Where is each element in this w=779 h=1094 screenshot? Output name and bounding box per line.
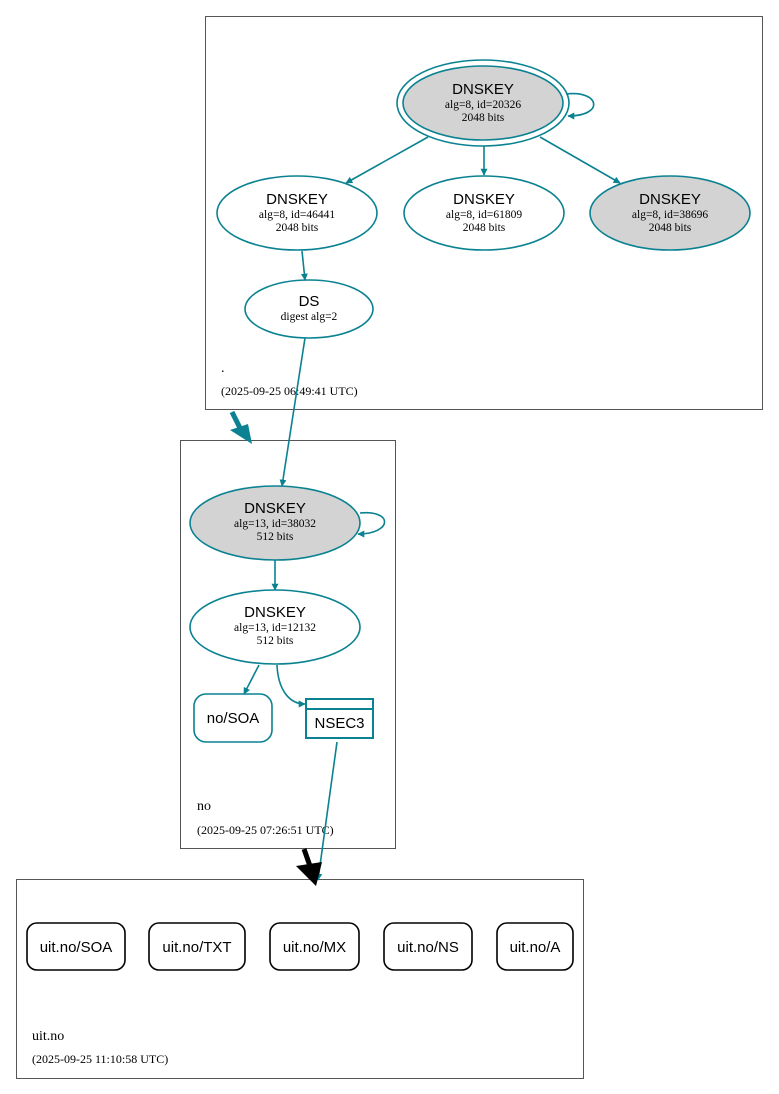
edge-root-ksk-zsk1	[345, 136, 429, 184]
node-root-zsk2-alg: alg=8, id=61809	[446, 209, 522, 221]
node-root-ksk[interactable]: DNSKEY alg=8, id=20326 2048 bits	[396, 59, 570, 147]
zone-uit-border	[16, 879, 584, 1079]
node-root-zsk2-type: DNSKEY	[453, 191, 515, 208]
edge-no-zsk-soa	[243, 664, 260, 695]
zone-no-name: no	[197, 799, 211, 814]
edge-no-zsk-nsec3	[276, 664, 306, 708]
node-no-soa[interactable]: no/SOA	[193, 693, 273, 743]
node-no-ksk-alg: alg=13, id=38032	[234, 518, 316, 530]
node-uit-ns-label: uit.no/NS	[397, 939, 459, 956]
zone-no: no (2025-09-25 07:26:51 UTC)	[180, 440, 396, 849]
node-no-ksk[interactable]: DNSKEY alg=13, id=38032 512 bits	[189, 485, 361, 561]
edge-zsk1-ds	[300, 250, 308, 281]
node-uit-mx[interactable]: uit.no/MX	[269, 922, 360, 971]
node-root-ksk-bits: 2048 bits	[462, 112, 505, 124]
edge-no-ksk-self	[357, 512, 386, 538]
node-root-zsk3-alg: alg=8, id=38696	[632, 209, 708, 221]
edge-ds-no-ksk	[279, 337, 306, 487]
node-root-zsk3-bits: 2048 bits	[649, 222, 692, 234]
node-no-ksk-bits: 512 bits	[257, 531, 294, 543]
node-root-zsk2-bits: 2048 bits	[463, 222, 506, 234]
node-no-zsk-bits: 512 bits	[257, 635, 294, 647]
edge-nsec3-uit	[315, 741, 338, 881]
zone-root-timestamp: (2025-09-25 06:49:41 UTC)	[221, 384, 358, 398]
node-no-zsk[interactable]: DNSKEY alg=13, id=12132 512 bits	[189, 589, 361, 665]
node-uit-a[interactable]: uit.no/A	[496, 922, 574, 971]
node-uit-txt-label: uit.no/TXT	[162, 939, 231, 956]
node-root-zsk1-type: DNSKEY	[266, 191, 328, 208]
node-no-soa-label: no/SOA	[207, 710, 260, 727]
zone-uit: uit.no (2025-09-25 11:10:58 UTC)	[16, 879, 584, 1079]
node-uit-soa-label: uit.no/SOA	[40, 939, 113, 956]
node-nsec3-label: NSEC3	[314, 715, 364, 732]
edges	[229, 92, 621, 886]
node-uit-soa[interactable]: uit.no/SOA	[26, 922, 126, 971]
zone-no-timestamp: (2025-09-25 07:26:51 UTC)	[197, 823, 334, 837]
node-uit-txt[interactable]: uit.no/TXT	[148, 922, 246, 971]
node-root-zsk-38696[interactable]: DNSKEY alg=8, id=38696 2048 bits	[589, 175, 751, 251]
zone-no-border	[180, 440, 396, 849]
node-root-zsk1-bits: 2048 bits	[276, 222, 319, 234]
zone-uit-timestamp: (2025-09-25 11:10:58 UTC)	[32, 1052, 168, 1066]
edge-delegation-no-uit	[301, 848, 313, 867]
node-root-ksk-type: DNSKEY	[452, 81, 514, 98]
edge-root-ksk-self	[565, 92, 595, 120]
node-ds[interactable]: DS digest alg=2	[244, 279, 374, 339]
node-root-zsk-46441[interactable]: DNSKEY alg=8, id=46441 2048 bits	[216, 175, 378, 251]
node-no-zsk-type: DNSKEY	[244, 604, 306, 621]
node-uit-a-label: uit.no/A	[510, 939, 561, 956]
node-no-zsk-alg: alg=13, id=12132	[234, 622, 316, 634]
edge-root-ksk-zsk3	[539, 136, 621, 184]
zone-root-name: .	[221, 361, 225, 376]
node-no-ksk-type: DNSKEY	[244, 500, 306, 517]
zone-root-border	[205, 16, 763, 410]
node-nsec3[interactable]: NSEC3	[305, 698, 374, 739]
node-root-zsk1-alg: alg=8, id=46441	[259, 209, 335, 221]
node-ds-type: DS	[299, 293, 320, 310]
edge-delegation-no-uit-head	[296, 862, 322, 886]
edge-delegation-root-no-head	[230, 424, 252, 444]
node-ds-digest: digest alg=2	[281, 311, 338, 323]
node-root-zsk-61809[interactable]: DNSKEY alg=8, id=61809 2048 bits	[403, 175, 565, 251]
zone-uit-name: uit.no	[32, 1029, 64, 1044]
node-uit-mx-label: uit.no/MX	[283, 939, 346, 956]
node-root-zsk3-type: DNSKEY	[639, 191, 701, 208]
zone-root: . (2025-09-25 06:49:41 UTC)	[205, 16, 763, 410]
node-root-ksk-alg: alg=8, id=20326	[445, 99, 521, 111]
node-uit-ns[interactable]: uit.no/NS	[383, 922, 473, 971]
